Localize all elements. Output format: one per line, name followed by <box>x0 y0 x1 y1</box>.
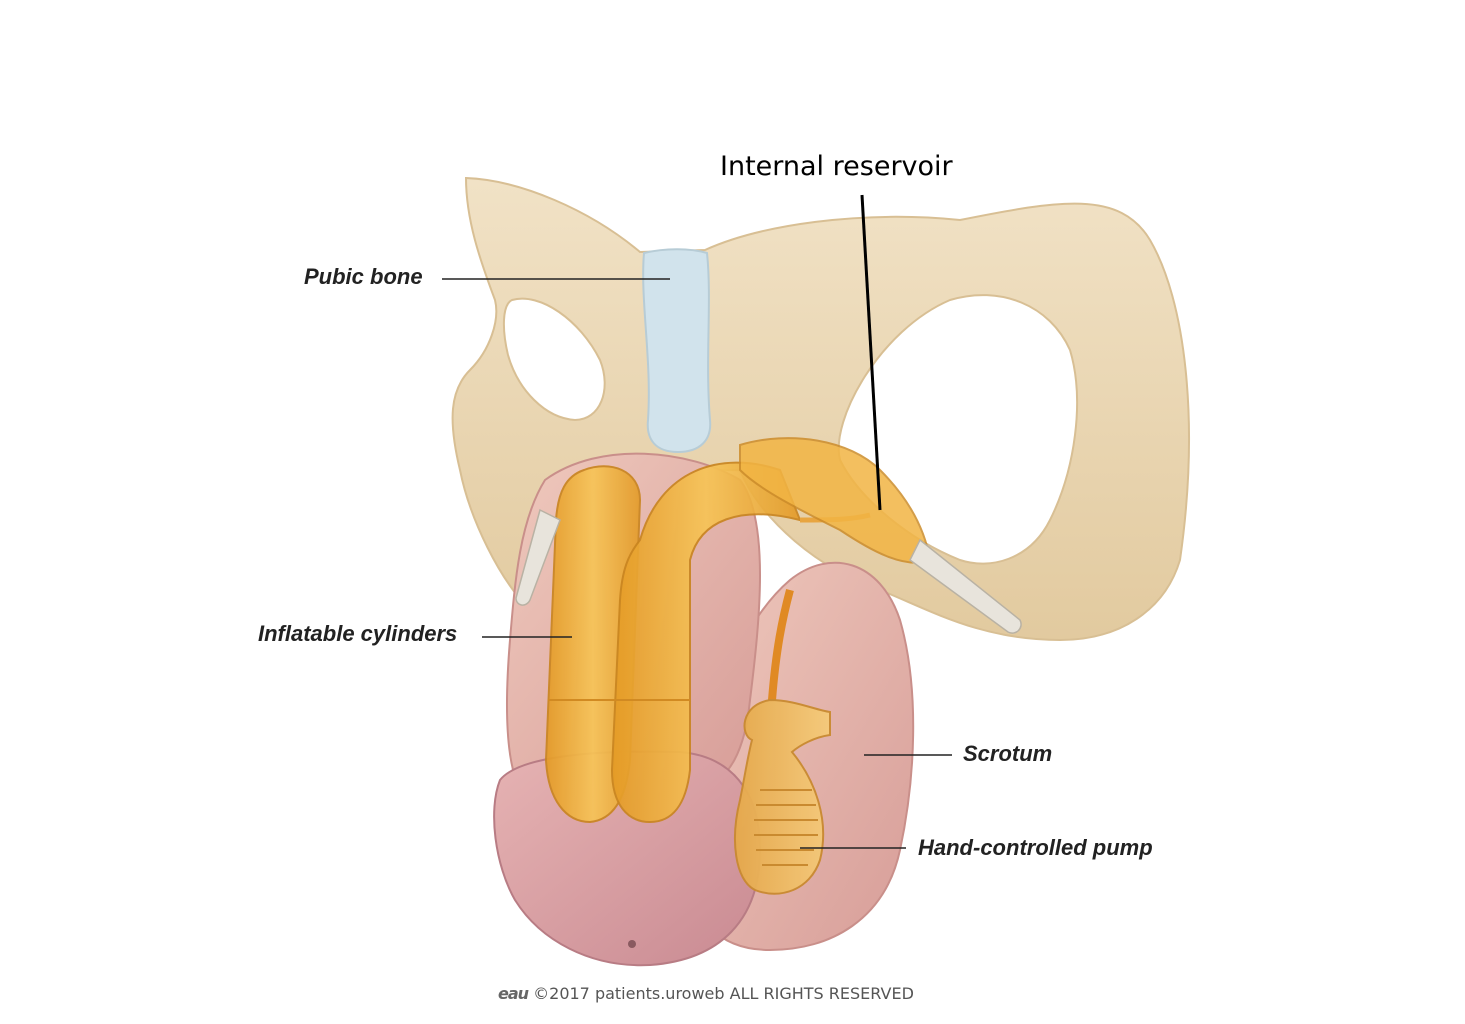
label-pubic-bone: Pubic bone <box>304 264 423 289</box>
eau-logo: eau <box>498 984 529 1003</box>
left-tip-needle <box>515 508 561 606</box>
hand-controlled-pump-shape <box>734 698 831 895</box>
pubic-symphysis <box>642 248 712 454</box>
pump-tube <box>768 588 794 701</box>
label-hand-controlled-pump: Hand-controlled pump <box>918 835 1153 860</box>
reservoir-needle <box>909 538 1022 634</box>
meatus <box>628 940 636 948</box>
label-scrotum: Scrotum <box>963 741 1053 766</box>
leader-line-internal-reservoir <box>860 194 882 511</box>
inflatable-cylinder-right <box>610 461 802 824</box>
pump-ridges <box>754 789 818 866</box>
obturator-foramen-left <box>502 297 606 422</box>
copyright-text: ©2017 patients.uroweb ALL RIGHTS RESERVE… <box>533 984 914 1003</box>
label-internal-reservoir: Internal reservoir <box>720 151 953 182</box>
label-inflatable-cylinders: Inflatable cylinders <box>258 621 458 646</box>
copyright-footer: eau ©2017 patients.uroweb ALL RIGHTS RES… <box>498 984 914 1003</box>
